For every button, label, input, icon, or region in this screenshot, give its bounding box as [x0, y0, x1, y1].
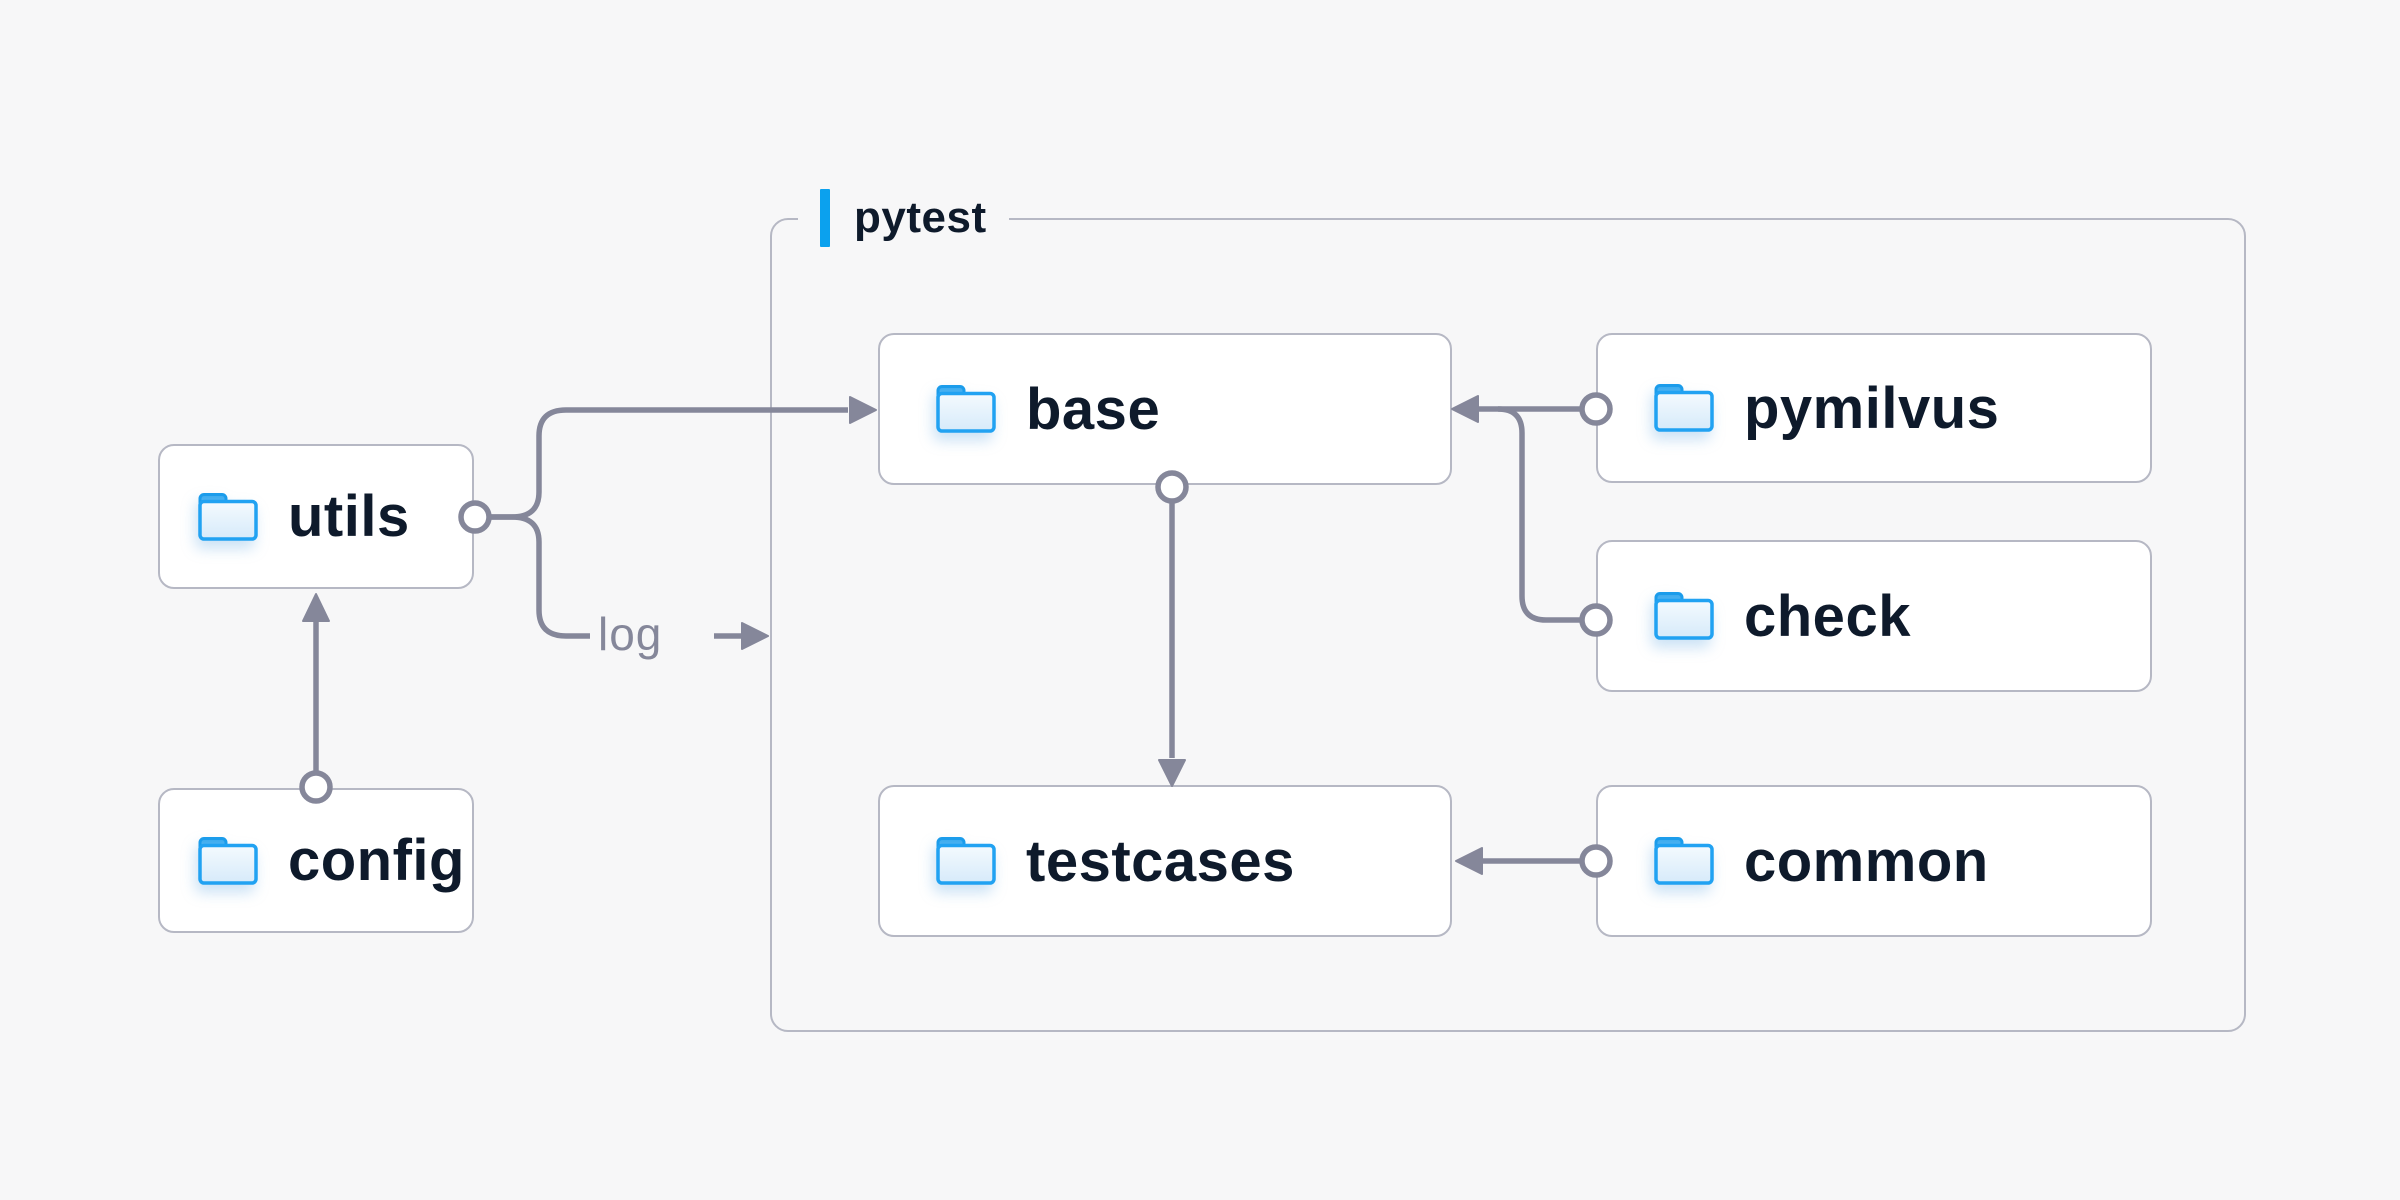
node-label: common — [1744, 828, 1989, 894]
accent-bar — [820, 189, 830, 247]
node-label: config — [288, 828, 465, 893]
node-label: check — [1744, 583, 1911, 649]
node-utils: utils — [158, 444, 474, 589]
pytest-group-title: pytest — [854, 193, 987, 242]
edge-config-utils — [299, 593, 333, 804]
node-common: common — [1596, 785, 2152, 937]
node-config: config — [158, 788, 474, 933]
folder-icon — [1654, 384, 1714, 432]
node-testcases: testcases — [878, 785, 1452, 937]
node-pymilvus: pymilvus — [1596, 333, 2152, 483]
folder-icon — [198, 836, 258, 885]
edge-label-log: log — [598, 608, 663, 660]
node-label: utils — [288, 484, 410, 549]
folder-icon — [1654, 837, 1714, 885]
folder-icon — [936, 385, 996, 433]
node-label: base — [1026, 376, 1161, 442]
folder-icon — [936, 837, 996, 885]
folder-icon — [198, 492, 258, 541]
pytest-group-container — [770, 218, 2246, 1032]
node-check: check — [1596, 540, 2152, 692]
folder-icon — [1654, 592, 1714, 640]
node-label: pymilvus — [1744, 375, 2000, 441]
pytest-group-label: pytest — [798, 186, 1009, 250]
node-label: testcases — [1026, 828, 1295, 894]
node-base: base — [878, 333, 1452, 485]
